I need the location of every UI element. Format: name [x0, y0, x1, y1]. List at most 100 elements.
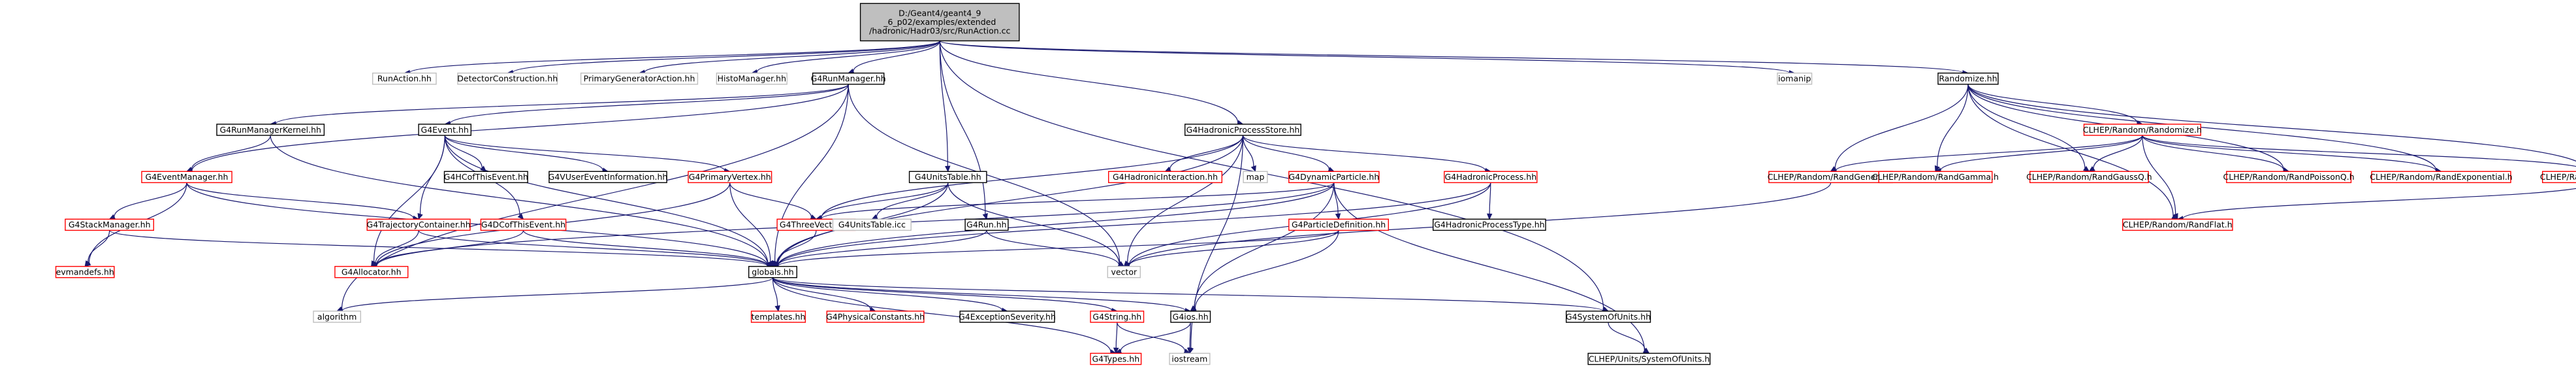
- node-label: algorithm: [317, 312, 357, 322]
- node-iostream: iostream: [1169, 352, 1211, 365]
- dependency-edge-g4-dynamic-particle-to-g4ios: [1190, 182, 1335, 312]
- node-g4-types[interactable]: G4Types.hh: [1090, 352, 1142, 365]
- dependency-edge-g4-hadronic-process-to-g4-hadronic-process-type: [1486, 182, 1493, 220]
- node-g4-run[interactable]: G4Run.hh: [964, 218, 1009, 231]
- node-label: map: [1247, 172, 1265, 182]
- node-g4-stack-manager[interactable]: G4StackManager.hh: [65, 218, 154, 231]
- node-detector-construction: DetectorConstruction.hh: [457, 73, 558, 85]
- graph-nodes: D:/Geant4/geant4_9_6_p02/examples/extend…: [55, 3, 2576, 365]
- node-g4-event[interactable]: G4Event.hh: [418, 124, 471, 136]
- dependency-edge-randomize-to-clheprand-flat: [1967, 84, 2178, 220]
- dependency-edge-g4-three-vector-to-globals: [772, 230, 817, 267]
- node-g4-allocator[interactable]: G4Allocator.hh: [334, 265, 409, 278]
- dependency-edge-randomize-to-clheprand-general: [1830, 84, 1969, 172]
- node-clheprand-flat[interactable]: CLHEP/Random/RandFlat.h: [2122, 218, 2233, 231]
- dependency-edge-root-to-g4-run: [939, 41, 988, 220]
- node-label: G4UnitsTable.icc: [838, 220, 906, 229]
- node-g4-system-of-units[interactable]: G4SystemOfUnits.hh: [1566, 310, 1651, 323]
- node-clheprand-exponential[interactable]: CLHEP/Random/RandExponential.h: [2370, 171, 2513, 184]
- dependency-edge-g4-hadronic-process-store-to-globals: [772, 135, 1244, 268]
- dependency-edge-g4-string-to-g4-types: [1113, 322, 1119, 354]
- node-iomanip: iomanip: [1777, 73, 1813, 85]
- node-label: RunAction.hh: [377, 74, 432, 84]
- node-label: G4PhysicalConstants.hh: [826, 312, 925, 322]
- node-g4-units-table[interactable]: G4UnitsTable.hh: [908, 171, 987, 184]
- dependency-edge-globals-to-algorithm: [336, 277, 774, 314]
- node-g4-exception-severity[interactable]: G4ExceptionSeverity.hh: [959, 310, 1056, 323]
- node-label: G4Event.hh: [421, 125, 469, 135]
- node-label: CLHEP/Random/RandGeneral.h: [1768, 172, 1894, 182]
- node-label: G4RunManagerKernel.hh: [219, 125, 321, 135]
- node-g4-run-manager-kernel[interactable]: G4RunManagerKernel.hh: [216, 124, 325, 136]
- dependency-edge-globals-to-g4-physical-constants: [772, 277, 876, 312]
- dependency-edge-clheprand-bit-to-clheprand-flat: [2176, 188, 2576, 222]
- node-globals[interactable]: globals.hh: [748, 265, 797, 278]
- dependency-edge-g4-system-of-units-to-clhepsystem-of-units: [1608, 322, 1650, 354]
- dependency-edge-root-to-randomize: [939, 40, 1969, 76]
- node-label: iomanip: [1778, 74, 1811, 84]
- dependency-edge-root-to-detector-construction: [506, 40, 940, 76]
- dependency-edge-g4-units-table-to-g4-units-tableicc: [871, 182, 949, 220]
- node-g4-hadronic-interaction[interactable]: G4HadronicInteraction.hh: [1107, 171, 1222, 184]
- node-g4-hcof-this-event[interactable]: G4HCofThisEvent.hh: [444, 171, 528, 184]
- node-g4-run-manager[interactable]: G4RunManager.hh: [811, 73, 886, 85]
- node-g4-string[interactable]: G4String.hh: [1090, 310, 1145, 323]
- dependency-edge-g4-hadronic-process-store-to-g4-hadronic-process: [1242, 135, 1492, 174]
- node-g4-dynamic-particle[interactable]: G4DynamicParticle.hh: [1288, 171, 1380, 184]
- dependency-edge-root-to-run-action: [404, 40, 940, 76]
- node-g4-particle-definition[interactable]: G4ParticleDefinition.hh: [1288, 218, 1390, 231]
- node-label: G4Run.hh: [966, 220, 1006, 229]
- dependency-edge-g4-dcof-this-event-to-globals: [522, 230, 774, 269]
- dependency-edge-randomize-to-clheprand-gamma: [1934, 84, 1969, 173]
- dependency-edge-clheprandomize-to-clheprand-general: [1830, 135, 2143, 174]
- node-g4-vuser-event-information[interactable]: G4VUserEventInformation.hh: [549, 171, 668, 184]
- node-g4ios[interactable]: G4ios.hh: [1170, 310, 1211, 323]
- node-g4-dcof-this-event[interactable]: G4DCofThisEvent.hh: [480, 218, 567, 231]
- node-clheprand-bit[interactable]: CLHEP/Random/RandBit.h: [2540, 171, 2576, 184]
- dependency-edge-g4-stack-manager-to-evmandefs: [84, 230, 110, 267]
- node-clheprand-gauss-q[interactable]: CLHEP/Random/RandGaussQ.h: [2026, 171, 2152, 184]
- node-label: G4VUserEventInformation.hh: [549, 172, 668, 182]
- node-label: G4HadronicProcess.hh: [1444, 172, 1536, 182]
- dependency-edge-g4ios-to-iostream: [1186, 322, 1193, 354]
- node-label: G4ios.hh: [1173, 312, 1209, 322]
- node-label: CLHEP/Random/Randomize.h: [2083, 125, 2202, 135]
- dependency-edge-g4-hadronic-process-store-to-vector: [1123, 135, 1244, 267]
- dependency-edge-g4-primary-vertex-to-g4-three-vector: [729, 182, 818, 220]
- node-g4-primary-vertex[interactable]: G4PrimaryVertex.hh: [688, 171, 772, 184]
- node-templates[interactable]: templates.hh: [750, 310, 806, 323]
- node-evmandefs[interactable]: evmandefs.hh: [55, 265, 115, 278]
- node-label: G4StackManager.hh: [69, 220, 151, 229]
- dependency-edge-clheprandomize-to-clheprand-bit: [2142, 135, 2576, 167]
- node-label: G4HadronicProcessType.hh: [1434, 220, 1544, 229]
- node-g4-hadronic-process-store[interactable]: G4HadronicProcessStore.hh: [1184, 124, 1301, 136]
- node-clheprand-general[interactable]: CLHEP/Random/RandGeneral.h: [1768, 171, 1894, 184]
- node-label: G4PrimaryVertex.hh: [689, 172, 771, 182]
- dependency-edge-root-to-g4-run-manager: [848, 41, 940, 74]
- node-randomize[interactable]: Randomize.hh: [1937, 73, 1999, 85]
- node-label: G4SystemOfUnits.hh: [1566, 312, 1651, 322]
- dependency-edge-g4-event-to-g4-primary-vertex: [444, 135, 731, 174]
- node-g4-trajectory-container[interactable]: G4TrajectoryContainer.hh: [366, 218, 471, 231]
- node-label: G4Types.hh: [1092, 354, 1139, 363]
- node-g4-physical-constants[interactable]: G4PhysicalConstants.hh: [826, 310, 925, 323]
- dependency-edge-g4ios-to-g4-types: [1115, 322, 1191, 354]
- node-label: CLHEP/Random/RandBit.h: [2540, 172, 2576, 182]
- node-clhepsystem-of-units[interactable]: CLHEP/Units/SystemOfUnits.h: [1587, 352, 1711, 365]
- node-label: G4HadronicProcessStore.hh: [1186, 125, 1300, 135]
- dependency-edge-globals-to-g4-string: [772, 277, 1119, 314]
- dependency-edge-root-to-g4-units-table: [939, 41, 951, 173]
- dependency-edge-randomize-to-clheprand-bit: [1967, 84, 2576, 162]
- node-clheprand-gamma[interactable]: CLHEP/Random/RandGamma.h: [1872, 171, 1999, 184]
- dependency-edge-g4-primary-vertex-to-globals: [729, 182, 774, 267]
- node-clheprandomize[interactable]: CLHEP/Random/Randomize.h: [2083, 124, 2202, 136]
- node-clheprand-poisson-q[interactable]: CLHEP/Random/RandPoissonQ.h: [2223, 171, 2355, 184]
- node-label: DetectorConstruction.hh: [457, 74, 558, 84]
- dependency-edge-g4-hadronic-process-store-to-map: [1242, 135, 1256, 173]
- node-label: CLHEP/Random/RandGamma.h: [1872, 172, 1999, 182]
- node-g4-event-manager[interactable]: G4EventManager.hh: [141, 171, 232, 184]
- node-g4-hadronic-process-type[interactable]: G4HadronicProcessType.hh: [1432, 218, 1546, 231]
- dependency-edge-g4-event-manager-to-g4-stack-manager: [108, 182, 187, 220]
- node-g4-hadronic-process[interactable]: G4HadronicProcess.hh: [1444, 171, 1538, 184]
